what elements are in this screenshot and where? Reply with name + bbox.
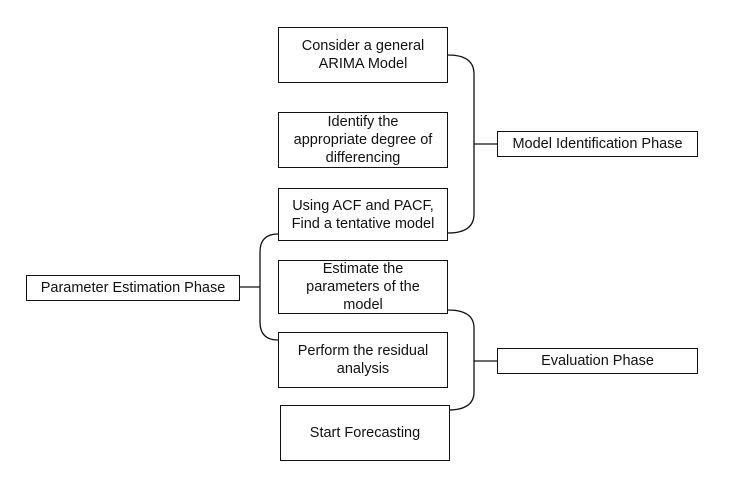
phase-label: Model Identification Phase [512,136,683,152]
step-line: Estimate the [322,261,404,277]
parameter-estimation-bracket [259,233,279,341]
phase-model-identification: Model Identification Phase [497,131,698,157]
phase-parameter-estimation: Parameter Estimation Phase [26,275,240,301]
step-line: ARIMA Model [318,56,408,72]
step-find-tentative-model: Using ACF and PACF, Find a tentative mod… [278,188,448,241]
step-start-forecasting: Start Forecasting [280,405,450,461]
step-residual-analysis: Perform the residual analysis [278,332,448,388]
model-identification-bracket [447,54,475,234]
phase-label: Evaluation Phase [541,353,654,369]
step-line: differencing [325,150,401,166]
step-line: Start Forecasting [309,425,421,441]
step-line: parameters of the [306,279,420,295]
step-estimate-parameters: Estimate the parameters of the model [278,260,448,314]
step-consider-arima-model: Consider a general ARIMA Model [278,27,448,83]
evaluation-bracket [447,309,475,411]
step-line: analysis [336,361,390,377]
step-line: Identify the [327,114,399,130]
step-identify-differencing: Identify the appropriate degree of diffe… [278,112,448,168]
step-line: appropriate degree of [293,132,433,148]
step-line: model [343,297,383,313]
step-line: Consider a general [301,38,425,54]
step-line: Find a tentative model [291,215,435,232]
step-line: Perform the residual [297,343,429,359]
phase-label: Parameter Estimation Phase [40,280,226,296]
step-line: Using ACF and PACF, [292,197,434,214]
phase-evaluation: Evaluation Phase [497,348,698,374]
